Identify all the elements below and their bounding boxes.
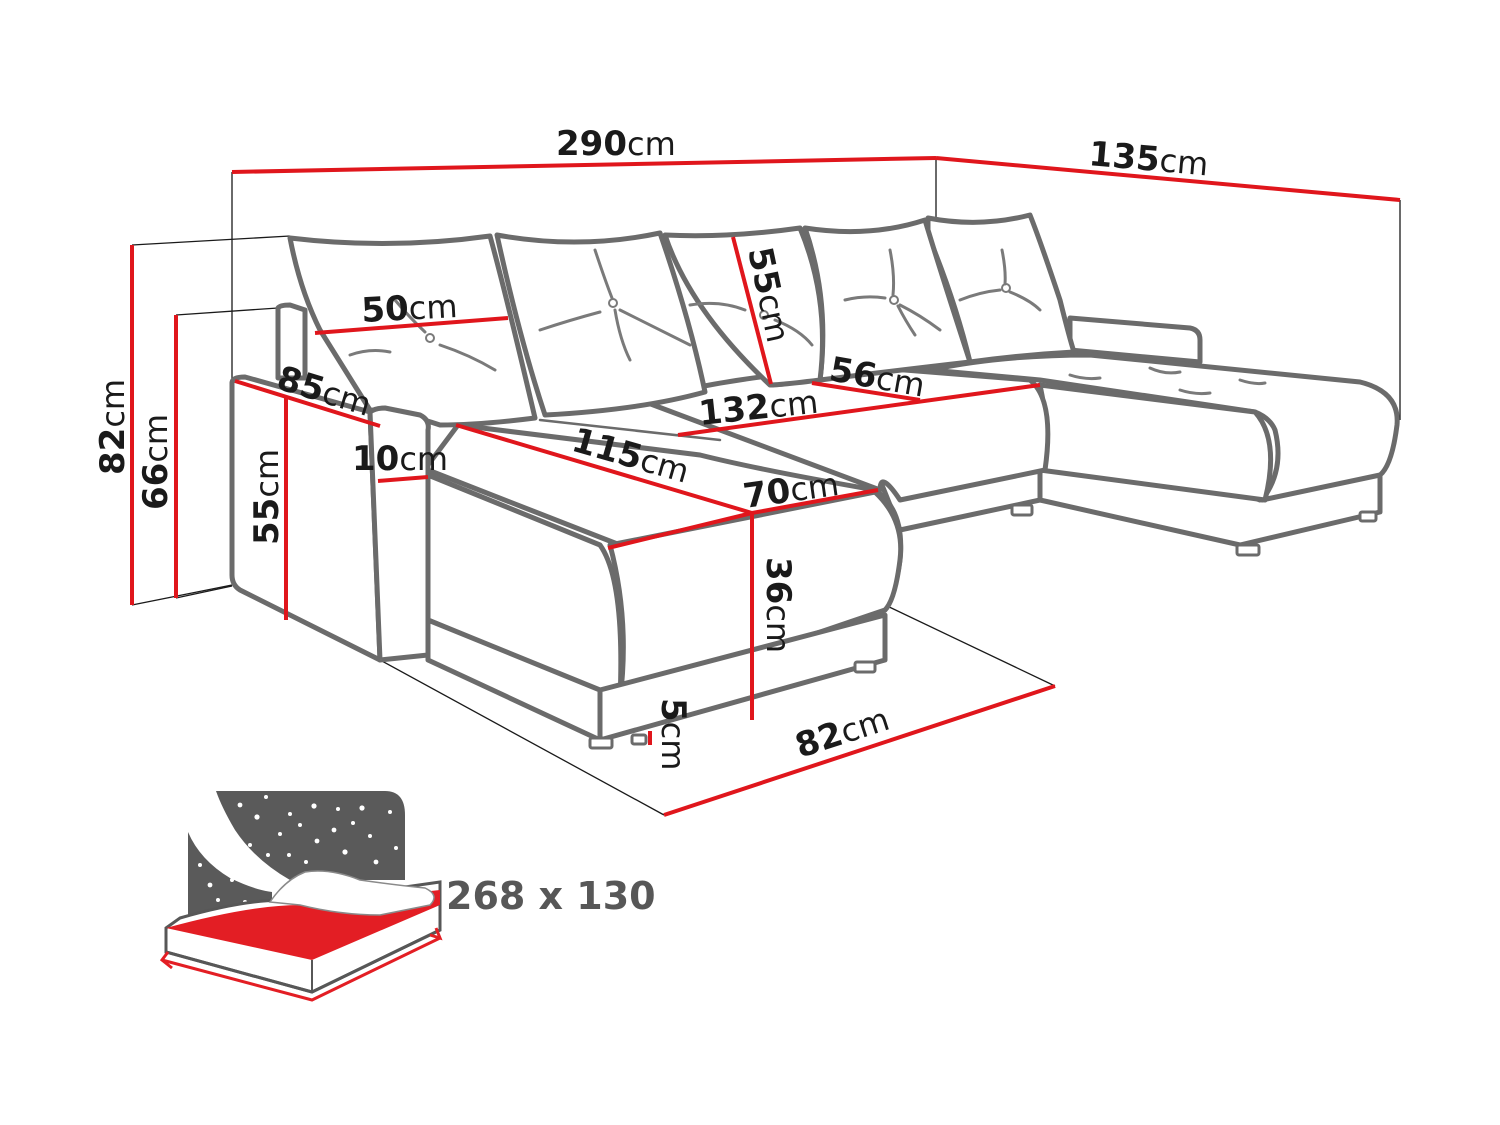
guide-lines (131, 160, 1401, 816)
bed-with-night-sky-icon (159, 791, 443, 1002)
dimension-lines (130, 156, 1401, 817)
star-icons (198, 795, 398, 904)
label-leg-height: 5cm (653, 698, 693, 770)
sofa-leg (853, 660, 877, 674)
label-total-height: 82cm (93, 379, 133, 475)
sofa-leg (1358, 510, 1378, 523)
sofa-leg (1235, 543, 1261, 557)
label-seat-height: 36cm (758, 557, 798, 653)
label-cushion-width: 50cm (360, 286, 458, 331)
label-chaise-width: 70cm (741, 464, 842, 517)
label-middle-width: 132cm (697, 382, 820, 434)
sofa-leg (630, 733, 648, 746)
label-armrest-width: 10cm (352, 439, 448, 479)
label-depth-right: 135cm (1087, 134, 1210, 184)
label-total-width: 290cm (556, 124, 676, 164)
label-armrest-side-height: 55cm (247, 449, 287, 545)
cushion-tufting (348, 248, 1267, 396)
sofa-outline (229, 212, 1400, 750)
sleeping-area-label: 268 x 130 (446, 874, 656, 918)
sofa-leg (1010, 503, 1034, 517)
sofa-leg (588, 736, 614, 750)
label-armrest-height: 66cm (136, 414, 176, 510)
label-seat-depth: 56cm (826, 349, 928, 405)
